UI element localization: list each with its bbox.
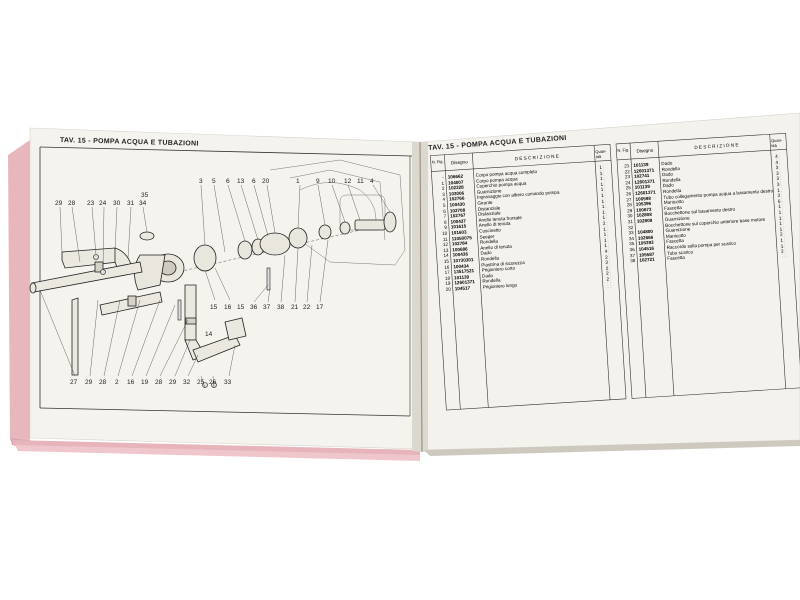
callout-15a: 15 [210, 304, 218, 311]
parts-row-qty: 1 [601, 198, 605, 204]
parts-row-qty: 4 [604, 248, 608, 254]
col-fig-2: N. Fig. [617, 147, 630, 153]
callout-16b: 16 [127, 379, 135, 386]
callout-12: 12 [344, 178, 352, 185]
parts-row-qty: 3 [605, 259, 609, 266]
parts-row-qty: 3 [775, 164, 779, 171]
parts-row-qty: 2 [605, 265, 609, 271]
callout-25: 25 [197, 379, 205, 386]
col-quantita: Quan-tità [595, 148, 607, 160]
parts-row-qty: 2 [606, 276, 610, 282]
callout-26: 26 [209, 379, 217, 386]
parts-list: N. Fig. Disegno D E S C R I Z I O N E Qu… [424, 126, 800, 449]
parts-row-qty: 1 [602, 209, 605, 215]
parts-row-qty: 1 [778, 215, 782, 221]
callout-33: 33 [224, 379, 232, 386]
callout-13: 13 [237, 178, 245, 185]
parts-row-qty: 3 [776, 176, 780, 182]
callout-4: 4 [370, 178, 374, 185]
parts-row-qty: 1 [601, 192, 604, 198]
callout-29b: 29 [85, 379, 93, 386]
callout-28b: 28 [99, 379, 107, 386]
parts-row-qty: 1 [603, 231, 607, 238]
parts-row-code: 104517 [454, 285, 471, 292]
parts-row-code: 102721 [639, 256, 655, 263]
parts-row-qty: 1 [600, 181, 604, 187]
parts-row-qty: 1 [603, 237, 607, 243]
callout-28: 28 [68, 200, 76, 207]
callout-1: 1 [296, 178, 300, 185]
parts-row-qty: 2 [779, 232, 783, 238]
parts-row-qty: 1 [600, 187, 604, 193]
parts-row-qty: 1 [604, 243, 608, 249]
col-disegno-2: Disegno [636, 147, 654, 154]
callout-37: 37 [263, 304, 271, 311]
parts-row-qty: 1 [777, 187, 780, 193]
parts-row-qty: 2 [602, 220, 606, 226]
callout-29: 29 [55, 200, 63, 207]
parts-row-qty: 1 [779, 220, 783, 227]
callout-3: 3 [199, 178, 203, 185]
callout-9: 9 [316, 178, 320, 185]
callout-30: 30 [113, 200, 121, 207]
callout-5: 5 [212, 178, 216, 185]
callout-22: 22 [303, 304, 311, 311]
callout-29c: 29 [169, 379, 177, 386]
parts-row-qty: 3 [775, 170, 779, 176]
callout-35: 35 [141, 192, 149, 199]
callout-36: 36 [250, 304, 258, 311]
parts-row-qty: 4 [775, 159, 779, 165]
callout-23: 23 [87, 200, 95, 207]
callout-14: 14 [205, 331, 213, 338]
parts-row-qty: 1 [599, 176, 603, 182]
parts-row-qty: 2 [604, 254, 608, 260]
parts-row-qty: 4 [774, 153, 778, 159]
callout-38: 38 [277, 304, 285, 311]
parts-row-qty: 1 [778, 204, 781, 210]
parts-row-qty: 6 [777, 198, 781, 204]
parts-row-qty: 2 [605, 271, 609, 277]
parts-row-qty: 1 [779, 226, 783, 232]
callout-32: 32 [183, 379, 191, 386]
parts-row-qty: 1 [780, 243, 784, 249]
parts-row-qty: 1 [599, 170, 603, 176]
callout-28c: 28 [155, 379, 163, 386]
parts-row-code: 102809 [636, 217, 653, 224]
callout-2: 2 [115, 379, 119, 386]
parts-row-qty: 1 [599, 164, 603, 171]
parts-row-fig: 38 [630, 258, 636, 264]
parts-row-fig: 20 [445, 286, 451, 292]
col-fig: N. Fig. [431, 158, 444, 165]
parts-row-qty: 2 [780, 248, 784, 254]
callout-19: 19 [141, 379, 149, 386]
col-disegno: Disegno [450, 159, 468, 166]
parts-table-grid [430, 132, 800, 411]
parts-row-qty: 1 [602, 215, 606, 221]
parts-row-qty: 3 [776, 181, 780, 187]
col-quantita-2: Quan-tità [770, 137, 783, 149]
callout-21: 21 [291, 304, 299, 311]
callout-20: 20 [262, 178, 270, 185]
callout-27: 27 [70, 379, 78, 386]
callout-34: 34 [139, 200, 147, 207]
callout-6b: 6 [252, 178, 256, 185]
parts-row-qty: 1 [778, 209, 782, 215]
callout-11: 11 [357, 178, 364, 185]
callout-10: 10 [328, 178, 336, 185]
callout-17: 17 [316, 304, 324, 311]
parts-row-qty: 1 [780, 237, 784, 243]
callout-31: 31 [127, 200, 135, 207]
callout-15b: 15 [237, 304, 245, 311]
callout-6a: 6 [226, 178, 230, 185]
callout-24: 24 [99, 200, 107, 207]
callout-16: 16 [224, 304, 232, 311]
parts-row-qty: 3 [777, 192, 781, 199]
parts-row-qty: 1 [603, 226, 607, 232]
parts-row-qty: 1 [601, 203, 605, 210]
